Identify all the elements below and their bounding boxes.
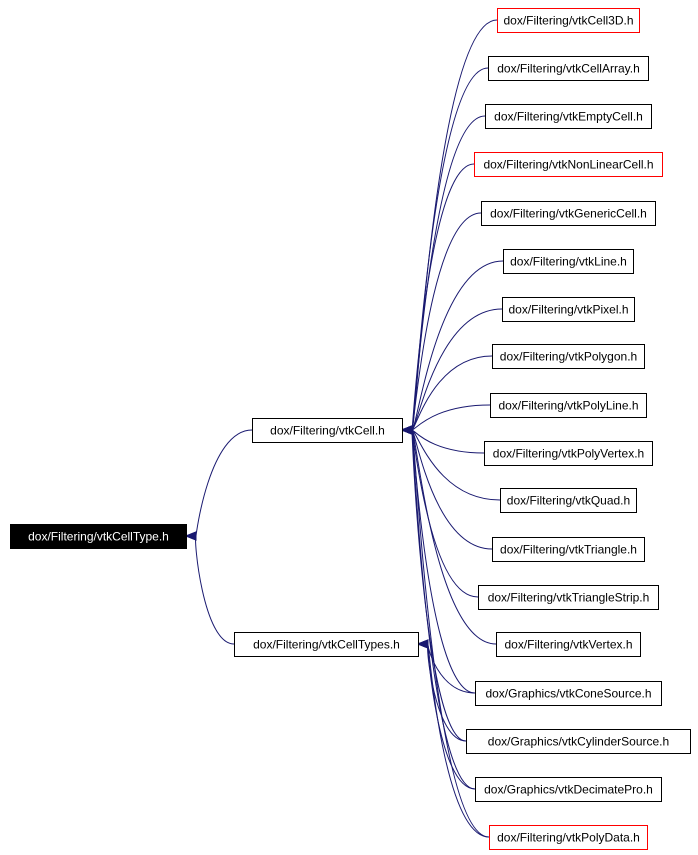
edge-pixel-to-cell — [411, 308, 503, 431]
node-box — [502, 297, 635, 322]
graph-edges — [184, 19, 504, 838]
arrowhead-types-to-root — [184, 531, 197, 541]
node-box — [490, 393, 647, 418]
node-box — [485, 104, 652, 129]
edge-types-to-root — [195, 535, 235, 645]
node-label: dox/Filtering/vtkQuad.h — [507, 494, 630, 508]
node-dox-filtering-vtkemptycell-h[interactable]: dox/Filtering/vtkEmptyCell.h — [485, 104, 652, 129]
node-dox-graphics-vtkcylindersource-h[interactable]: dox/Graphics/vtkCylinderSource.h — [466, 729, 691, 754]
node-label: dox/Filtering/vtkVertex.h — [504, 638, 632, 652]
edge-tri-to-cell — [411, 429, 493, 550]
node-dox-filtering-vtkpixel-h[interactable]: dox/Filtering/vtkPixel.h — [502, 297, 635, 322]
node-dox-filtering-vtkcell-h[interactable]: dox/Filtering/vtkCell.h — [252, 418, 403, 443]
node-box — [481, 201, 656, 226]
edge-poly-to-cell — [411, 355, 493, 431]
node-dox-filtering-vtkquad-h[interactable]: dox/Filtering/vtkQuad.h — [500, 488, 637, 513]
node-box — [475, 681, 662, 706]
node-label: dox/Filtering/vtkGenericCell.h — [490, 207, 647, 221]
node-label: dox/Filtering/vtkTriangle.h — [500, 543, 637, 557]
node-dox-filtering-vtktrianglestrip-h[interactable]: dox/Filtering/vtkTriangleStrip.h — [478, 585, 659, 610]
node-box — [500, 488, 637, 513]
node-label: dox/Filtering/vtkCell.h — [270, 424, 385, 438]
node-label: dox/Filtering/vtkPolygon.h — [500, 350, 637, 364]
node-dox-filtering-vtkcell3d-h[interactable]: dox/Filtering/vtkCell3D.h — [497, 8, 640, 33]
node-box — [478, 585, 659, 610]
node-label: dox/Filtering/vtkEmptyCell.h — [494, 110, 643, 124]
node-dox-filtering-vtktriangle-h[interactable]: dox/Filtering/vtkTriangle.h — [492, 537, 645, 562]
node-label: dox/Filtering/vtkPixel.h — [508, 303, 628, 317]
node-dox-filtering-vtkcelltype-h[interactable]: dox/Filtering/vtkCellType.h — [10, 524, 187, 549]
node-box — [252, 418, 403, 443]
node-box — [497, 8, 640, 33]
node-box — [234, 632, 419, 657]
node-box — [503, 249, 634, 274]
node-label: dox/Graphics/vtkConeSource.h — [485, 687, 651, 701]
node-dox-filtering-vtknonlinearcell-h[interactable]: dox/Filtering/vtkNonLinearCell.h — [474, 152, 663, 177]
node-dox-filtering-vtkcellarray-h[interactable]: dox/Filtering/vtkCellArray.h — [488, 56, 649, 81]
arrowhead-pdata-to-types — [416, 639, 429, 649]
node-box — [466, 729, 691, 754]
edge-gen-to-cell — [411, 212, 482, 431]
edge-cell-to-root — [195, 429, 253, 537]
node-label: dox/Filtering/vtkCellType.h — [28, 530, 169, 544]
node-box — [496, 632, 641, 657]
node-dox-filtering-vtkgenericcell-h[interactable]: dox/Filtering/vtkGenericCell.h — [481, 201, 656, 226]
node-box — [492, 537, 645, 562]
node-label: dox/Filtering/vtkCellTypes.h — [253, 638, 400, 652]
node-dox-filtering-vtkpolydata-h[interactable]: dox/Filtering/vtkPolyData.h — [489, 825, 648, 850]
node-label: dox/Filtering/vtkLine.h — [510, 255, 627, 269]
node-dox-graphics-vtkconesource-h[interactable]: dox/Graphics/vtkConeSource.h — [475, 681, 662, 706]
edge-nonlin-to-cell — [411, 163, 475, 431]
node-box — [492, 344, 645, 369]
edge-dec-to-cell — [411, 429, 476, 790]
edge-carr-to-cell — [411, 67, 489, 431]
edge-vert-to-cell — [411, 429, 497, 645]
edge-pdata-to-types — [427, 643, 490, 838]
node-label: dox/Filtering/vtkPolyVertex.h — [493, 447, 644, 461]
node-box — [484, 441, 653, 466]
node-box — [474, 152, 663, 177]
node-box — [10, 524, 187, 549]
node-label: dox/Filtering/vtkCell3D.h — [503, 14, 633, 28]
node-label: dox/Filtering/vtkPolyData.h — [497, 831, 640, 845]
node-box — [489, 825, 648, 850]
node-dox-filtering-vtkpolygon-h[interactable]: dox/Filtering/vtkPolygon.h — [492, 344, 645, 369]
node-label: dox/Filtering/vtkTriangleStrip.h — [488, 591, 650, 605]
arrowhead-pdata-to-cell — [400, 425, 413, 435]
node-dox-filtering-vtkcelltypes-h[interactable]: dox/Filtering/vtkCellTypes.h — [234, 632, 419, 657]
node-dox-filtering-vtkpolyvertex-h[interactable]: dox/Filtering/vtkPolyVertex.h — [484, 441, 653, 466]
node-box — [475, 777, 662, 802]
node-label: dox/Graphics/vtkDecimatePro.h — [484, 783, 653, 797]
node-dox-filtering-vtkline-h[interactable]: dox/Filtering/vtkLine.h — [503, 249, 634, 274]
node-label: dox/Filtering/vtkNonLinearCell.h — [483, 158, 653, 172]
node-label: dox/Filtering/vtkCellArray.h — [497, 62, 640, 76]
graph-nodes: dox/Filtering/vtkCellType.h dox/Filtering… — [10, 8, 691, 850]
edge-pdata-to-cell — [411, 429, 490, 838]
node-dox-filtering-vtkvertex-h[interactable]: dox/Filtering/vtkVertex.h — [496, 632, 641, 657]
node-box — [488, 56, 649, 81]
edge-quad-to-cell — [411, 429, 501, 501]
node-label: dox/Filtering/vtkPolyLine.h — [498, 399, 638, 413]
edge-line-to-cell — [411, 260, 504, 431]
edge-pline-to-cell — [411, 404, 491, 431]
edge-pvert-to-cell — [411, 429, 485, 454]
node-dox-graphics-vtkdecimatepro-h[interactable]: dox/Graphics/vtkDecimatePro.h — [475, 777, 662, 802]
node-label: dox/Graphics/vtkCylinderSource.h — [488, 735, 669, 749]
node-dox-filtering-vtkpolyline-h[interactable]: dox/Filtering/vtkPolyLine.h — [490, 393, 647, 418]
